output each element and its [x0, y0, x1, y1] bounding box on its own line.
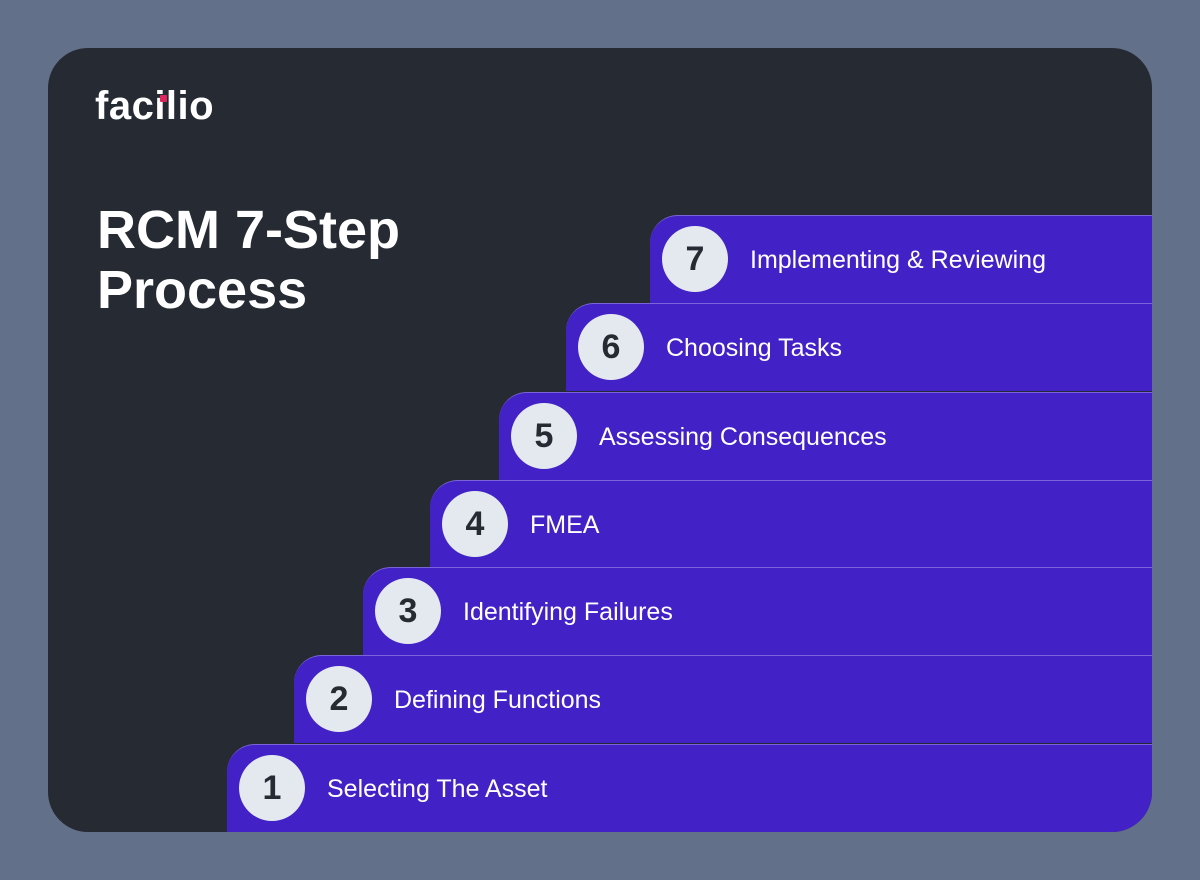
step-number-badge: 5 [511, 403, 577, 469]
step-label: Implementing & Reviewing [750, 245, 1046, 274]
step-number-badge: 2 [306, 666, 372, 732]
process-card: facilio RCM 7-Step Process 7 Implementin… [48, 48, 1152, 832]
step-label: Choosing Tasks [666, 333, 843, 362]
step-number-badge: 3 [375, 578, 441, 644]
step-label: FMEA [530, 510, 600, 539]
step-2: 2 Defining Functions [294, 655, 1152, 743]
step-number-badge: 7 [662, 226, 728, 292]
step-label: Identifying Failures [463, 597, 673, 626]
step-number-badge: 4 [442, 491, 508, 557]
step-7: 7 Implementing & Reviewing [650, 215, 1152, 303]
step-1: 1 Selecting The Asset [227, 744, 1152, 832]
step-6: 6 Choosing Tasks [566, 303, 1152, 391]
step-label: Assessing Consequences [599, 422, 887, 451]
step-5: 5 Assessing Consequences [499, 392, 1152, 480]
step-label: Selecting The Asset [327, 774, 548, 803]
step-4: 4 FMEA [430, 480, 1152, 568]
logo-accent-dot [160, 95, 167, 102]
step-3: 3 Identifying Failures [363, 567, 1152, 655]
facilio-logo: facilio [95, 84, 215, 128]
step-number-badge: 1 [239, 755, 305, 821]
page-title: RCM 7-Step Process [97, 200, 401, 320]
step-number-badge: 6 [578, 314, 644, 380]
step-label: Defining Functions [394, 685, 602, 714]
